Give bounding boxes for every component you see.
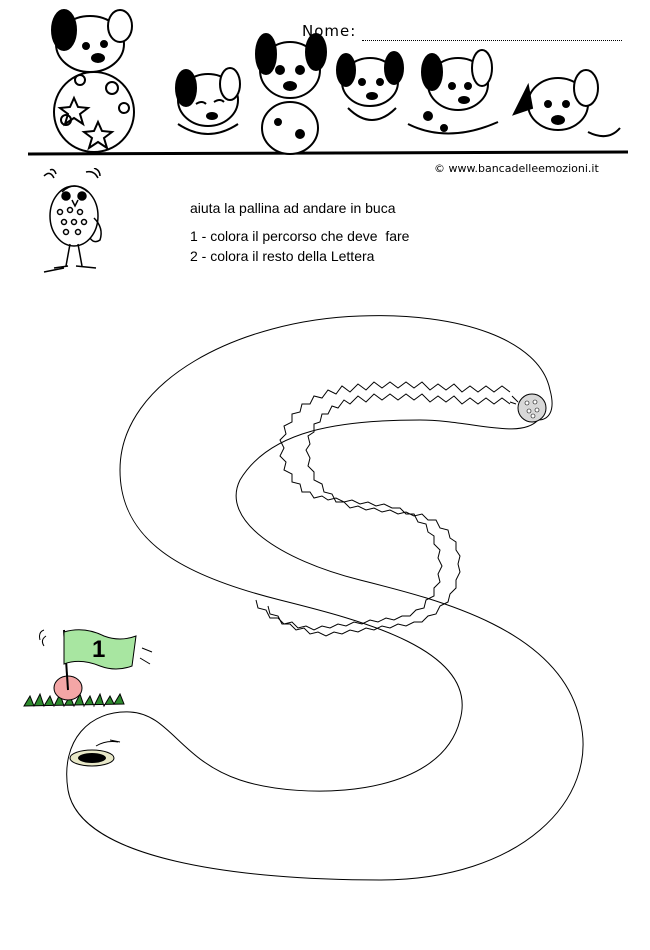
copyright-notice: © www.bancadelleemozioni.it xyxy=(434,162,599,175)
golf-hole-icon[interactable] xyxy=(69,739,121,767)
name-label: Nome: xyxy=(302,22,357,40)
name-field[interactable] xyxy=(362,40,622,41)
flag-icon xyxy=(23,629,153,708)
maze-track-inner xyxy=(267,393,511,637)
owl-icon xyxy=(43,168,102,273)
flag-number: 1 xyxy=(92,636,106,663)
golf-ball-icon[interactable] xyxy=(509,393,547,423)
instructions-intro: aiuta la pallina ad andare in buca xyxy=(190,200,396,216)
maze-track-outer xyxy=(255,381,511,631)
flag-cloth xyxy=(63,629,137,670)
copyright-symbol: © xyxy=(434,162,445,175)
instructions: aiuta la pallina ad andare in buca 1 - c… xyxy=(190,198,409,266)
copyright-site: www.bancadelleemozioni.it xyxy=(448,162,599,175)
letter-s-outline xyxy=(66,315,584,881)
dalmatian-puppies-illustration xyxy=(28,9,628,156)
instructions-step-1: 1 - colora il percorso che deve fare xyxy=(190,228,410,244)
letter-s-maze[interactable] xyxy=(0,290,650,950)
instructions-step-2: 2 - colora il resto della Lettera xyxy=(190,248,375,264)
